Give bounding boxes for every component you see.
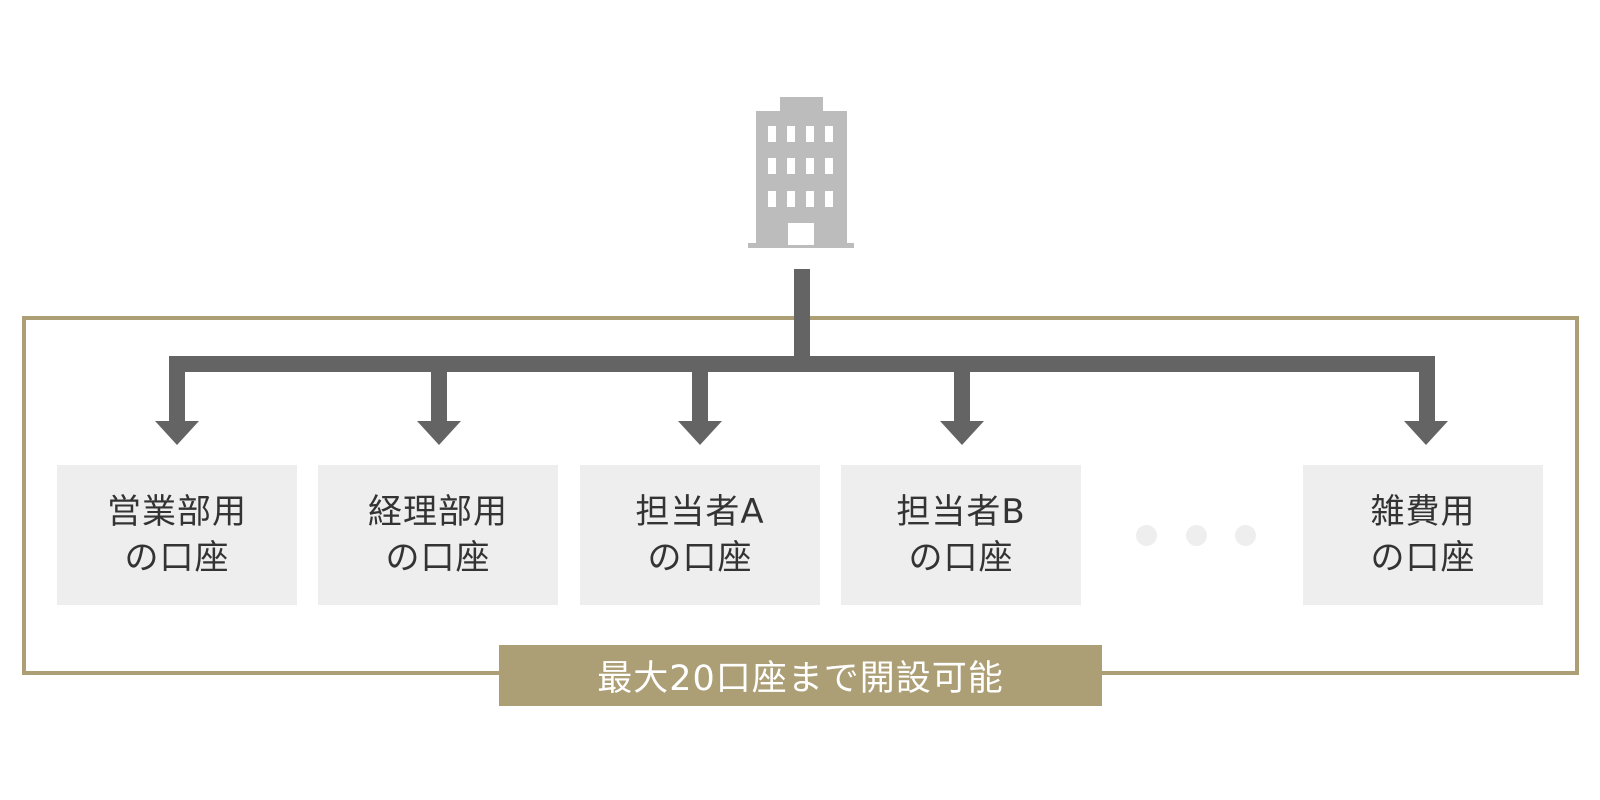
trunk-line: [794, 269, 810, 357]
ellipsis-dot: [1136, 525, 1157, 546]
account-label-line1: 担当者A: [635, 492, 765, 532]
arrow-down-icon: [155, 371, 199, 445]
ellipsis-dot: [1185, 525, 1207, 546]
building-icon: [748, 97, 854, 248]
account-label-line2: の口座: [124, 538, 230, 578]
account-box-misc: 雑費用 の口座: [1303, 465, 1543, 605]
account-label-line1: 営業部用: [107, 492, 247, 532]
ellipsis-icon: [1136, 525, 1256, 547]
account-box-accounting: 経理部用 の口座: [318, 465, 558, 605]
limit-banner-label: 最大20口座まで開設可能: [597, 659, 1004, 699]
account-box-sales: 営業部用 の口座: [57, 465, 297, 605]
account-box-staff-b: 担当者B の口座: [841, 465, 1081, 605]
account-label-line2: の口座: [1370, 538, 1476, 578]
account-label-line2: の口座: [647, 538, 753, 578]
ellipsis-dot: [1235, 525, 1256, 546]
limit-banner: 最大20口座まで開設可能: [499, 645, 1102, 706]
account-box-staff-a: 担当者A の口座: [580, 465, 820, 605]
account-label-line1: 担当者B: [896, 492, 1026, 532]
arrow-down-icon: [678, 371, 722, 445]
arrow-down-icon: [1404, 371, 1448, 445]
account-label-line2: の口座: [385, 538, 491, 578]
account-label-line1: 雑費用: [1370, 492, 1476, 532]
account-label-line2: の口座: [908, 538, 1014, 578]
account-label-line1: 経理部用: [368, 492, 508, 532]
connector-tree: [155, 269, 1448, 445]
arrow-down-icon: [940, 371, 984, 445]
arrow-down-icon: [417, 371, 461, 445]
branch-line: [169, 356, 1435, 372]
